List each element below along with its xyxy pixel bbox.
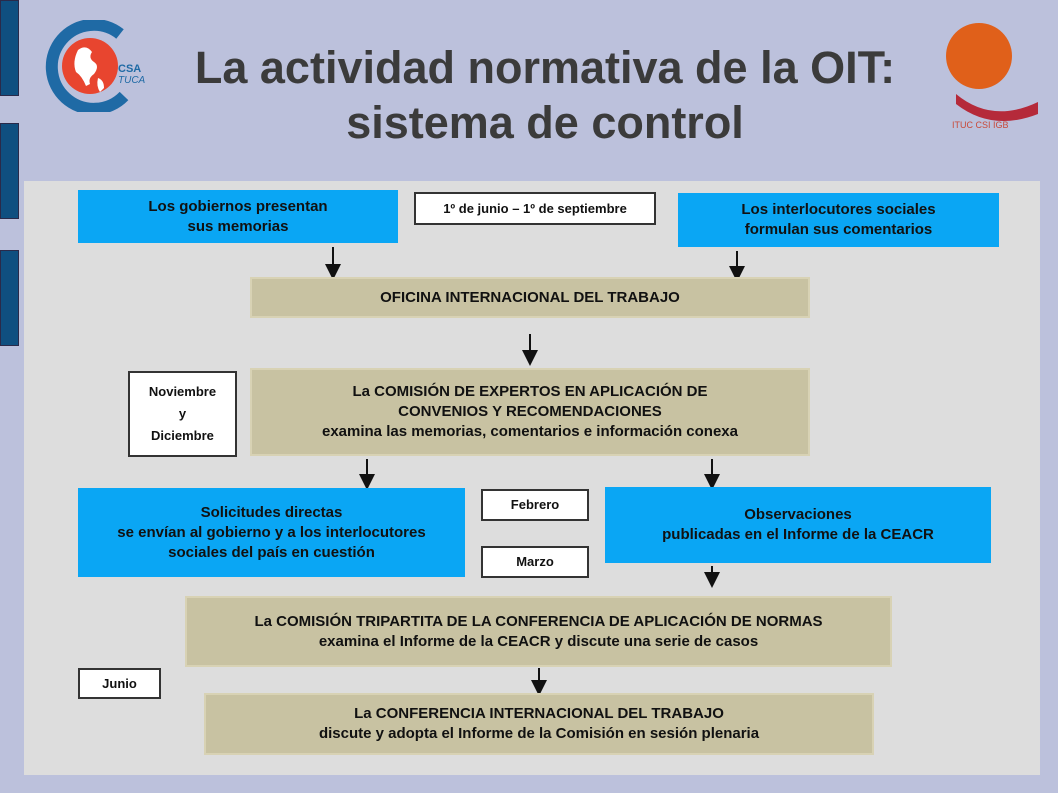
ituc-logo	[946, 23, 1038, 122]
title-line-1: La actividad normativa de la OIT:	[194, 42, 896, 93]
page-title: La actividad normativa de la OIT: sistem…	[150, 40, 940, 150]
box-comision-tripartita: La COMISIÓN TRIPARTITA DE LA CONFERENCIA…	[185, 596, 892, 667]
title-line-2: sistema de control	[346, 97, 744, 148]
box-febrero: Febrero	[481, 489, 589, 521]
svg-text:CSA: CSA	[118, 63, 141, 75]
svg-text:TUCA: TUCA	[118, 75, 146, 86]
box-oficina: OFICINA INTERNACIONAL DEL TRABAJO	[250, 277, 810, 318]
box-conferencia: La CONFERENCIA INTERNACIONAL DEL TRABAJO…	[204, 693, 874, 755]
side-bar-3	[0, 250, 19, 346]
diagram-panel	[24, 181, 1040, 775]
side-bar-2	[0, 123, 19, 219]
box-junio: Junio	[78, 668, 161, 699]
box-marzo: Marzo	[481, 546, 589, 578]
csa-tuca-logo: CSA TUCA	[45, 20, 146, 112]
ituc-logo-text: ITUC CSI IGB	[952, 120, 1009, 130]
side-bar-1	[0, 0, 19, 96]
box-fecha-junio-septiembre: 1º de junio – 1º de septiembre	[414, 192, 656, 225]
box-comision-expertos: La COMISIÓN DE EXPERTOS EN APLICACIÓN DE…	[250, 368, 810, 456]
